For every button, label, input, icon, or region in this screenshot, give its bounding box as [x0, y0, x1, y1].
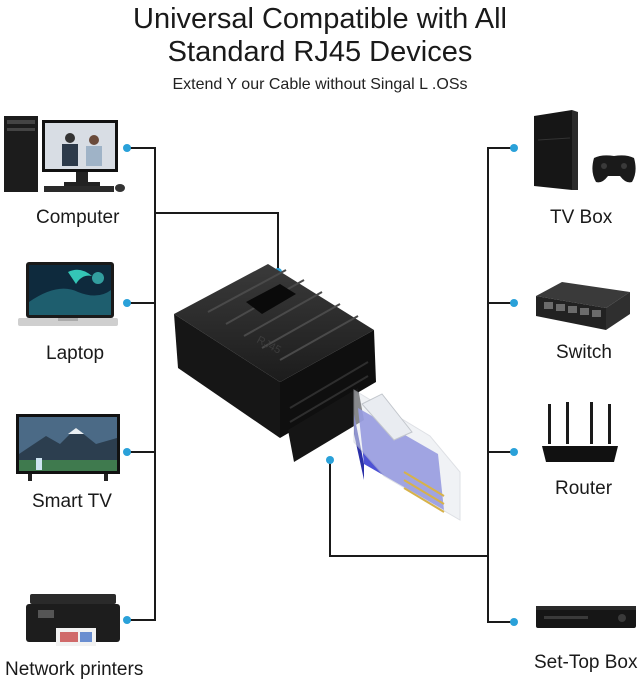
page-subtitle: Extend Y our Cable without Singal L .OSs	[172, 76, 468, 93]
smart-tv-icon	[16, 414, 120, 481]
device-label-network-printers: Network printers	[5, 659, 144, 680]
device-label-router: Router	[555, 478, 613, 499]
device-label-smart-tv: Smart TV	[32, 491, 112, 512]
device-label-laptop: Laptop	[46, 343, 105, 364]
page-title-line1: Universal Compatible with All	[133, 3, 507, 35]
computer-icon	[4, 116, 125, 192]
connection-dot	[510, 144, 518, 152]
tv-box-icon	[534, 110, 636, 190]
device-label-switch: Switch	[556, 342, 612, 363]
connection-dot	[123, 448, 131, 456]
set-top-box-icon	[536, 606, 636, 628]
laptop-icon	[18, 262, 118, 326]
rj45-adapter-icon: RJ45	[174, 264, 461, 521]
network-switch-icon	[536, 282, 630, 330]
connection-dot	[326, 456, 334, 464]
connection-dot	[123, 616, 131, 624]
connection-dot	[510, 299, 518, 307]
connection-dot	[123, 299, 131, 307]
printer-icon	[26, 594, 120, 646]
connection-dot	[123, 144, 131, 152]
device-label-tv-box: TV Box	[550, 207, 613, 228]
device-label-set-top-box: Set-Top Box	[534, 652, 638, 673]
router-icon	[542, 402, 618, 462]
connection-dot	[510, 618, 518, 626]
device-label-computer: Computer	[36, 207, 120, 228]
page-title-line2: Standard RJ45 Devices	[167, 36, 473, 68]
connection-dot	[510, 448, 518, 456]
